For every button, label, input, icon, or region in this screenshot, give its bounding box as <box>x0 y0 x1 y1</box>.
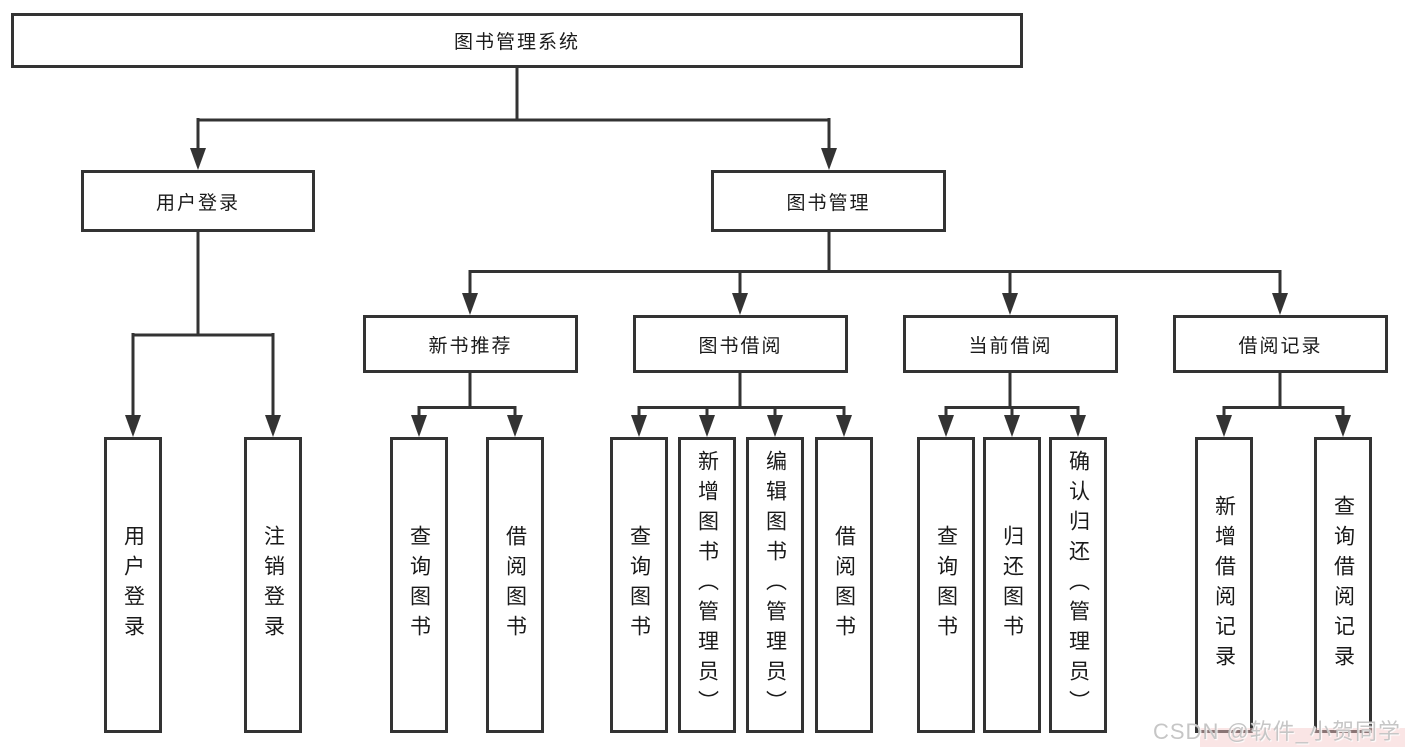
arrow-down-icon <box>767 415 783 437</box>
node-label: 确认归还（管理员） <box>1066 450 1090 720</box>
arrow-down-icon <box>821 148 837 170</box>
node-current-confirm-return-admin: 确认归还（管理员） <box>1049 437 1107 733</box>
arrow-down-icon <box>631 415 647 437</box>
node-label: 编辑图书（管理员） <box>763 450 787 720</box>
node-label: 用户登录 <box>155 192 240 214</box>
arrow-down-icon <box>938 415 954 437</box>
arrow-down-icon <box>190 148 206 170</box>
watermark-tint <box>1200 728 1405 747</box>
node-label: 查询图书 <box>407 525 431 645</box>
arrow-down-icon <box>732 293 748 315</box>
node-current-borrowing: 当前借阅 <box>903 315 1118 373</box>
node-records-query-record: 查询借阅记录 <box>1314 437 1372 733</box>
node-root: 图书管理系统 <box>11 13 1023 68</box>
node-recommend-borrow-books: 借阅图书 <box>486 437 544 733</box>
arrow-down-icon <box>1002 293 1018 315</box>
node-borrowing-add-books-admin: 新增图书（管理员） <box>678 437 736 733</box>
node-borrowing-records: 借阅记录 <box>1173 315 1388 373</box>
node-current-return-books: 归还图书 <box>983 437 1041 733</box>
node-label: 新增借阅记录 <box>1212 495 1236 675</box>
node-label: 查询图书 <box>627 525 651 645</box>
node-label: 归还图书 <box>1000 525 1024 645</box>
node-label: 查询图书 <box>934 525 958 645</box>
node-user-login-branch: 用户登录 <box>81 170 315 232</box>
node-label: 注销登录 <box>261 525 285 645</box>
node-borrowing-edit-books-admin: 编辑图书（管理员） <box>746 437 804 733</box>
node-label: 借阅记录 <box>1238 335 1323 357</box>
node-label: 新书推荐 <box>428 335 513 357</box>
arrow-down-icon <box>411 415 427 437</box>
node-label: 查询借阅记录 <box>1331 495 1355 675</box>
arrow-down-icon <box>1335 415 1351 437</box>
node-logout-leaf: 注销登录 <box>244 437 302 733</box>
arrow-down-icon <box>1070 415 1086 437</box>
node-recommend-query-books: 查询图书 <box>390 437 448 733</box>
arrow-down-icon <box>125 415 141 437</box>
node-label: 用户登录 <box>121 525 145 645</box>
arrow-down-icon <box>462 293 478 315</box>
node-borrowing-borrow-books: 借阅图书 <box>815 437 873 733</box>
node-label: 图书借阅 <box>698 335 783 357</box>
node-user-login-leaf: 用户登录 <box>104 437 162 733</box>
node-book-management-branch: 图书管理 <box>711 170 946 232</box>
arrow-down-icon <box>507 415 523 437</box>
watermark-text: CSDN @软件_小贺同学 <box>1153 719 1402 744</box>
node-label: 图书管理 <box>786 192 871 214</box>
node-label: 图书管理系统 <box>453 32 580 53</box>
node-book-borrowing: 图书借阅 <box>633 315 848 373</box>
node-label: 借阅图书 <box>503 525 527 645</box>
node-label: 新增图书（管理员） <box>695 450 719 720</box>
arrow-down-icon <box>1272 293 1288 315</box>
arrow-down-icon <box>265 415 281 437</box>
node-label: 借阅图书 <box>832 525 856 645</box>
arrow-down-icon <box>836 415 852 437</box>
arrow-down-icon <box>1004 415 1020 437</box>
node-borrowing-query-books: 查询图书 <box>610 437 668 733</box>
node-new-book-recommend: 新书推荐 <box>363 315 578 373</box>
node-label: 当前借阅 <box>968 335 1053 357</box>
arrow-down-icon <box>699 415 715 437</box>
node-current-query-books: 查询图书 <box>917 437 975 733</box>
arrow-down-icon <box>1216 415 1232 437</box>
node-records-add-record: 新增借阅记录 <box>1195 437 1253 733</box>
